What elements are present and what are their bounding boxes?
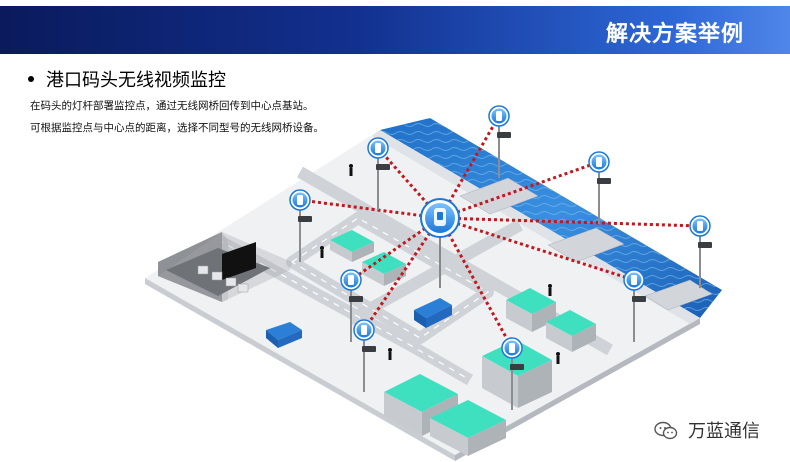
building-1 [330,230,374,262]
link-pole-3 [439,216,701,228]
building-7 [430,400,506,456]
camera-icon [376,164,390,170]
camera-icon [632,296,646,302]
building-2 [362,252,406,286]
camera-icon [298,216,312,222]
link-pole-9 [438,217,514,349]
heading-text: 港口码头无线视频监控 [46,70,226,91]
pole-1 [488,105,511,178]
ground-platform [145,130,700,461]
camera-icon [349,296,363,302]
camera-icon [698,242,712,248]
camera-icon [597,178,611,184]
section-heading: 港口码头无线视频监控 [28,66,226,92]
wechat-icon [654,421,678,440]
banner-title: 解决方案举例 [605,22,744,47]
pole-7 [340,269,363,342]
link-pole-4 [439,216,635,282]
control-room [158,232,292,302]
truck-2 [266,322,302,348]
camera-icon [497,132,511,138]
building-4 [546,310,596,352]
pedestrians [320,164,560,364]
link-pole-2 [439,160,600,220]
camera-icon [510,364,524,370]
pole-2 [588,151,611,224]
bullet-icon [28,76,34,82]
description-line-1: 在码头的灯杆部署监控点，通过无线网桥回传到中心点基站。 [30,100,314,112]
pole-3 [689,215,712,288]
center-base-station [420,198,460,288]
truck-1 [414,298,452,328]
building-5 [482,340,552,408]
warehouses [330,230,596,456]
camera-icon [362,346,376,352]
pole-9 [501,337,524,410]
description-line-2: 可根据监控点与中心点的距离，选择不同型号的无线网桥设备。 [30,122,324,134]
header-banner: 解决方案举例 [0,6,790,54]
pole-4 [623,269,646,342]
building-3 [506,288,556,332]
link-pole-8 [362,217,442,331]
water-area [380,118,722,318]
pole-5 [367,137,390,210]
watermark-text: 万蓝通信 [688,421,760,442]
road-markings [217,217,490,381]
pole-8 [353,319,376,392]
pole-6 [289,189,312,262]
monitor-poles [289,105,712,410]
video-wall [222,242,256,280]
